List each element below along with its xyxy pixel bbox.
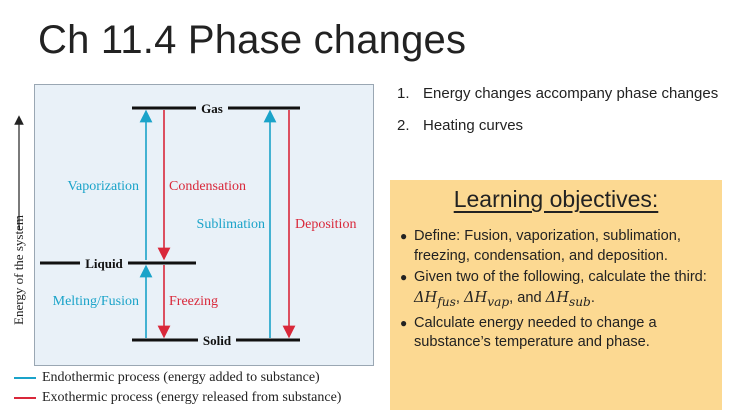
objectives-list: ● Define: Fusion, vaporization, sublimat…: [390, 227, 722, 353]
slide-title: Ch 11.4 Phase changes: [38, 18, 467, 62]
fus-subscript: fus: [437, 294, 456, 309]
topic-number: 1.: [397, 85, 410, 102]
bullet-icon: ●: [400, 270, 408, 284]
legend-endothermic-text: Endothermic process (energy added to sub…: [42, 370, 320, 385]
topic-text: Heating curves: [423, 117, 524, 134]
topic-list: 1. Energy changes accompany phase change…: [397, 84, 727, 148]
topic-item: 1. Energy changes accompany phase change…: [397, 84, 727, 103]
objective-item: ● Calculate energy needed to change a su…: [400, 314, 714, 353]
sentence-end: .: [590, 289, 595, 306]
sub-subscript: sub: [568, 294, 591, 309]
exothermic-swatch: [14, 397, 36, 399]
topic-text: Energy changes accompany phase changes: [423, 85, 719, 102]
legend-exothermic: Exothermic process (energy released from…: [14, 390, 341, 406]
solid-label: Solid: [203, 333, 232, 348]
objective-item: ● Define: Fusion, vaporization, sublimat…: [400, 227, 714, 266]
objectives-title: Learning objectives:: [453, 186, 659, 212]
energy-axis-label: Energy of the system: [11, 215, 26, 325]
topic-number: 2.: [397, 117, 410, 134]
liquid-label: Liquid: [85, 256, 123, 271]
delta-h-symbol: ΔH: [545, 288, 569, 306]
legend-endothermic: Endothermic process (energy added to sub…: [14, 370, 320, 386]
vaporization-label: Vaporization: [67, 179, 139, 194]
gas-label: Gas: [201, 101, 223, 116]
bullet-icon: ●: [400, 229, 408, 243]
legend-exothermic-text: Exothermic process (energy released from…: [42, 390, 342, 405]
separator: ,: [455, 289, 464, 306]
delta-h-symbol: ΔH: [463, 288, 488, 306]
vap-subscript: vap: [487, 294, 510, 309]
objective-item: ● Given two of the following, calculate …: [400, 268, 714, 312]
bullet-icon: ●: [400, 315, 408, 330]
delta-h-symbol: ΔH: [414, 288, 438, 306]
objective-text: Given two of the following, calculate th…: [414, 268, 714, 312]
endothermic-swatch: [14, 377, 36, 379]
objective-text: Calculate energy needed to change a subs…: [414, 314, 657, 351]
objective-text: Define: Fusion, vaporization, sublimatio…: [414, 228, 681, 264]
delta-h-vap: ΔHvap: [463, 288, 510, 309]
phase-diagram-panel: [34, 84, 374, 366]
separator: , and: [509, 289, 546, 306]
sublimation-label: Sublimation: [197, 217, 265, 232]
condensation-label: Condensation: [169, 179, 246, 194]
delta-h-fus: ΔHfus: [414, 288, 456, 309]
delta-h-sub: ΔHsub: [545, 288, 591, 309]
melting-label: Melting/Fusion: [53, 294, 139, 309]
freezing-label: Freezing: [169, 294, 218, 309]
deposition-label: Deposition: [295, 217, 356, 232]
learning-objectives-box: Learning objectives: ● Define: Fusion, v…: [390, 180, 722, 410]
topic-item: 2. Heating curves: [397, 116, 727, 135]
objective-text-lead: Given two of the following, calculate th…: [414, 269, 707, 285]
